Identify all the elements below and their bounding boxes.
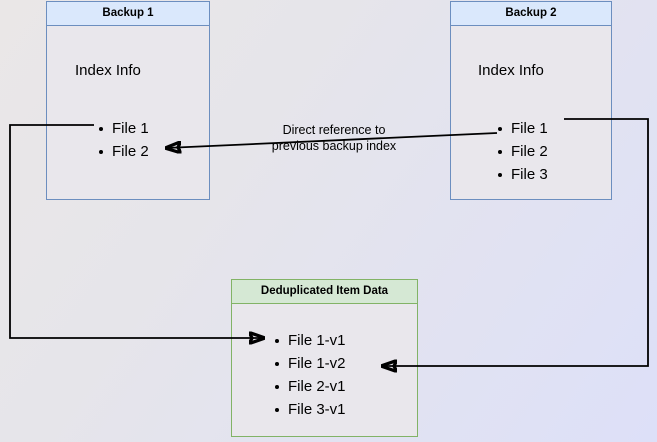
backup-2-index-info-label: Index Info bbox=[478, 62, 544, 79]
backup-2-file-list: File 1 File 2 File 3 bbox=[497, 117, 548, 186]
node-backup-2-body: Index Info File 1 File 2 File 3 bbox=[451, 26, 611, 199]
list-item: File 1 bbox=[497, 117, 548, 140]
node-dedup-body: File 1-v1 File 1-v2 File 2-v1 File 3-v1 bbox=[232, 304, 417, 436]
list-item: File 2 bbox=[98, 140, 149, 163]
backup-1-index-info-label: Index Info bbox=[75, 62, 141, 79]
list-item: File 1-v2 bbox=[274, 352, 346, 375]
list-item: File 1-v1 bbox=[274, 329, 346, 352]
node-backup-1-body: Index Info File 1 File 2 bbox=[47, 26, 209, 199]
node-dedup-header: Deduplicated Item Data bbox=[232, 280, 417, 304]
list-item: File 1 bbox=[98, 117, 149, 140]
node-deduplicated-item-data[interactable]: Deduplicated Item Data File 1-v1 File 1-… bbox=[231, 279, 418, 437]
list-item: File 3-v1 bbox=[274, 398, 346, 421]
node-backup-2[interactable]: Backup 2 Index Info File 1 File 2 File 3 bbox=[450, 1, 612, 200]
node-backup-2-header: Backup 2 bbox=[451, 2, 611, 26]
edge-label-direct-reference: Direct reference to previous backup inde… bbox=[271, 123, 397, 153]
node-backup-1-header: Backup 1 bbox=[47, 2, 209, 26]
node-backup-1[interactable]: Backup 1 Index Info File 1 File 2 bbox=[46, 1, 210, 200]
dedup-file-list: File 1-v1 File 1-v2 File 2-v1 File 3-v1 bbox=[274, 329, 346, 421]
list-item: File 2 bbox=[497, 140, 548, 163]
list-item: File 2-v1 bbox=[274, 375, 346, 398]
list-item: File 3 bbox=[497, 163, 548, 186]
backup-1-file-list: File 1 File 2 bbox=[98, 117, 149, 163]
